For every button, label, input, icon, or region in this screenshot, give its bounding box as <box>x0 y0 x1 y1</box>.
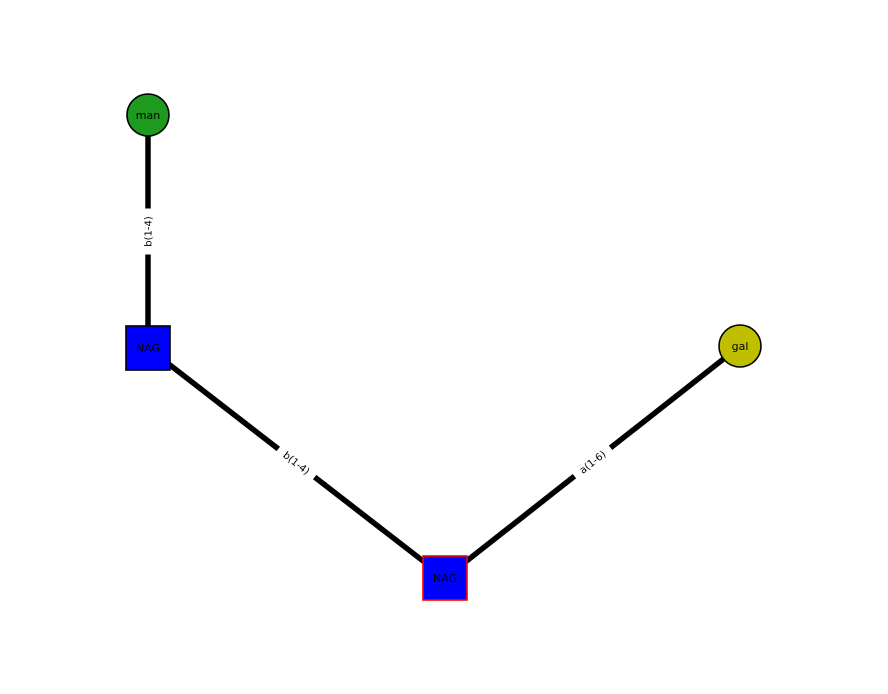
man-circle <box>126 93 170 137</box>
edge-label-man-nag1: b(1-4) <box>144 216 155 247</box>
node-nag1: NAG <box>125 325 171 371</box>
edge-label-bg <box>140 208 156 255</box>
node-label-gal: gal <box>732 340 749 353</box>
edge-label-bg <box>273 442 320 484</box>
node-man: man <box>126 93 170 137</box>
node-label-nag1: NAG <box>136 342 160 355</box>
node-label-man: man <box>136 109 160 122</box>
nag1-square <box>125 325 171 371</box>
nag2-square <box>422 555 468 601</box>
node-gal: gal <box>718 324 762 368</box>
gal-circle <box>718 324 762 368</box>
edge-label-bg <box>569 441 616 483</box>
edge-labels: b(1-4) b(1-4) a(1-6) <box>140 208 616 484</box>
node-label-nag2: NAG <box>433 572 457 585</box>
node-nag2: NAG <box>422 555 468 601</box>
edges <box>145 115 742 581</box>
nodes: man NAG NAG gal <box>125 93 762 601</box>
